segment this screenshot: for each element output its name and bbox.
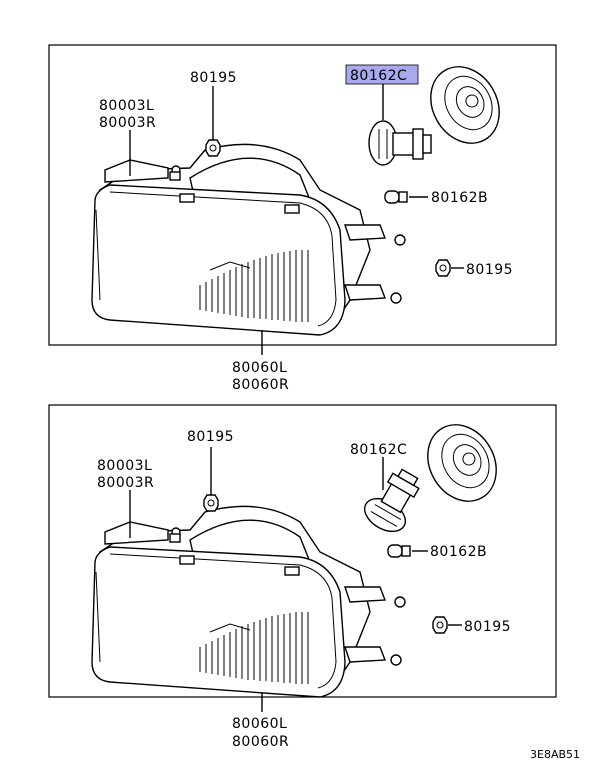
bracket-label-r: 80003R (97, 475, 154, 491)
diagram-code: 3E8AB51 (530, 748, 580, 761)
panel-frame (48, 44, 557, 346)
bracket-label-r: 80003R (99, 115, 156, 131)
nut-side-icon (432, 616, 448, 634)
assembly-label-l: 80060L (232, 360, 287, 376)
nut-top-icon (203, 494, 219, 512)
nut-top-icon (205, 139, 221, 157)
main-bulb-label[interactable]: 80162C (350, 442, 407, 458)
nut-top-label: 80195 (187, 429, 234, 445)
panel-bottom: 80003L 80003R 80195 80162C 80162B 80195 … (48, 404, 557, 750)
nut-top-label: 80195 (190, 70, 237, 86)
small-bulb-label: 80162B (430, 544, 487, 560)
bracket-label-l: 80003L (99, 98, 154, 114)
panel-top: 80003L 80003R 80195 80162C 80162B 80195 … (48, 44, 557, 393)
assembly-label-r: 80060R (232, 734, 289, 750)
main-bulb-icon (368, 120, 432, 166)
headlamp-assembly-icon (91, 139, 406, 336)
headlamp-assembly-icon (91, 501, 406, 698)
nut-side-icon (435, 259, 451, 277)
nut-side-label: 80195 (466, 262, 513, 278)
main-bulb-icon (358, 461, 429, 539)
small-bulb-icon (387, 544, 411, 558)
bracket-label-l: 80003L (97, 458, 152, 474)
main-bulb-label[interactable]: 80162C (350, 68, 407, 84)
small-bulb-icon (384, 190, 408, 204)
assembly-label-r: 80060R (232, 377, 289, 393)
small-bulb-label: 80162B (431, 190, 488, 206)
assembly-label-l: 80060L (232, 716, 287, 732)
bulb-boot-icon (413, 411, 511, 515)
nut-side-label: 80195 (464, 619, 511, 635)
panel-frame (48, 404, 557, 698)
highlight-box (345, 64, 419, 85)
